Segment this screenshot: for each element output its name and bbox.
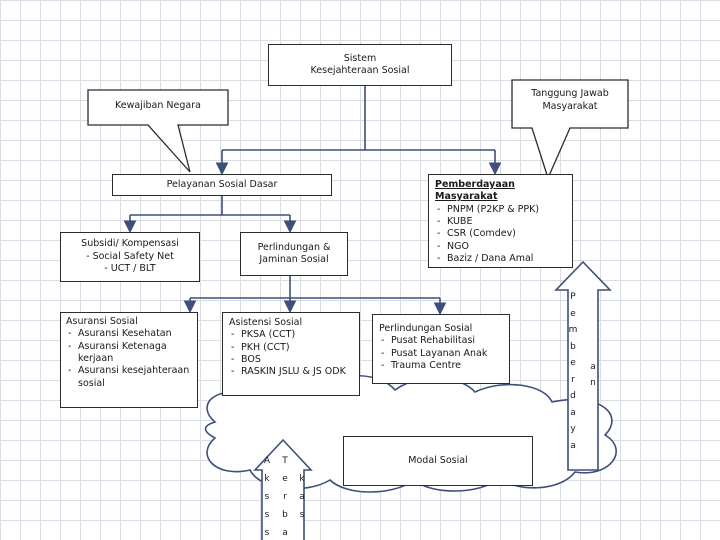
- list-item: Asuransi kesejahteraan sosial: [66, 365, 192, 390]
- social-assistance-title: Asistensi Sosial: [229, 317, 303, 328]
- list-item: Trauma Centre: [379, 360, 503, 373]
- list-item: KUBE: [435, 216, 566, 229]
- vertical-char: s: [264, 510, 270, 520]
- vertical-char: a: [282, 528, 288, 538]
- vertical-char: b: [570, 341, 576, 352]
- insurance-list: Asuransi KesehatanAsuransi Ketenaga kerj…: [66, 328, 192, 390]
- social-assistance-list: PKSA (CCT)PKH (CCT)BOSRASKIN JSLU & JS O…: [229, 329, 353, 379]
- list-item: PNPM (P2KP & PPK): [435, 204, 566, 217]
- social-capital-box: Modal Sosial: [343, 436, 533, 486]
- social-capital-label: Modal Sosial: [408, 454, 468, 466]
- list-item: Asuransi Kesehatan: [66, 328, 192, 341]
- subsidy-box: Subsidi/ Kompensasi - Social Safety Net …: [60, 232, 200, 282]
- protection-line2: Jaminan Sosial: [259, 254, 329, 265]
- vertical-char: k: [299, 474, 305, 484]
- list-item: Baziz / Dana Amal: [435, 253, 566, 266]
- social-protection-list: Pusat RehabilitasiPusat Layanan AnakTrau…: [379, 335, 503, 372]
- system-line2: Kesejahteraan Sosial: [310, 65, 410, 76]
- list-item: CSR (Comdev): [435, 228, 566, 241]
- vertical-char: m: [568, 325, 578, 335]
- social-protection-title: Perlindungan Sosial: [379, 323, 473, 334]
- list-item: PKH (CCT): [229, 342, 353, 355]
- vertical-char: e: [282, 474, 288, 484]
- vertical-char: s: [299, 510, 305, 520]
- list-item: Asuransi Ketenaga kerjaan: [66, 341, 192, 366]
- system-line1: Sistem: [343, 52, 377, 64]
- callout-right-line2: Masyarakat: [542, 100, 598, 112]
- vertical-char: a: [590, 362, 596, 372]
- protection-box: Perlindungan & Jaminan Sosial: [240, 232, 348, 276]
- subsidy-line3: - UCT / BLT: [104, 263, 156, 275]
- callout-right-label: Tanggung Jawab Masyarakat: [512, 88, 628, 114]
- vertical-char: b: [282, 510, 288, 520]
- basic-services-box: Pelayanan Sosial Dasar: [112, 174, 332, 196]
- callout-left-label: Kewajiban Negara: [115, 100, 201, 111]
- bottom-up-arrow: [253, 438, 313, 540]
- vertical-char: T: [282, 456, 288, 466]
- vertical-char: e: [570, 358, 576, 368]
- vertical-char: k: [264, 474, 270, 484]
- community-empowerment-box: Pemberdayaan Masyarakat PNPM (P2KP & PPK…: [428, 174, 573, 268]
- insurance-title: Asuransi Sosial: [66, 316, 138, 327]
- subsidy-line1: Subsidi/ Kompensasi: [81, 238, 179, 250]
- vertical-char: a: [570, 407, 576, 418]
- vertical-char: d: [570, 391, 576, 401]
- basic-services-label: Pelayanan Sosial Dasar: [166, 178, 278, 190]
- insurance-box: Asuransi Sosial Asuransi KesehatanAsuran…: [60, 312, 198, 408]
- vertical-char: a: [299, 492, 305, 502]
- empowerment-up-arrow: [554, 260, 612, 471]
- list-item: RASKIN JSLU & JS ODK: [229, 366, 353, 379]
- vertical-char: P: [570, 292, 576, 302]
- system-box: Sistem Kesejahteraan Sosial: [268, 44, 452, 86]
- social-assistance-box: Asistensi Sosial PKSA (CCT)PKH (CCT)BOSR…: [222, 312, 360, 396]
- vertical-char: a: [570, 440, 576, 451]
- vertical-char: s: [264, 528, 270, 538]
- vertical-char: s: [264, 492, 270, 502]
- vertical-char: A: [263, 456, 271, 466]
- list-item: NGO: [435, 241, 566, 254]
- vertical-char: n: [590, 378, 596, 388]
- list-item: PKSA (CCT): [229, 329, 353, 342]
- social-protection-box: Perlindungan Sosial Pusat RehabilitasiPu…: [372, 314, 510, 384]
- list-item: BOS: [229, 354, 353, 367]
- community-empowerment-title: Pemberdayaan Masyarakat: [435, 179, 515, 203]
- list-item: Pusat Rehabilitasi: [379, 335, 503, 348]
- vertical-char: e: [570, 308, 576, 319]
- list-item: Pusat Layanan Anak: [379, 348, 503, 361]
- callout-right-line1: Tanggung Jawab: [531, 88, 609, 99]
- vertical-char: y: [570, 424, 576, 434]
- vertical-char: r: [283, 492, 287, 502]
- protection-line1: Perlindungan &: [257, 241, 331, 253]
- subsidy-line2: - Social Safety Net: [86, 250, 174, 262]
- vertical-char: r: [571, 374, 575, 385]
- community-empowerment-list: PNPM (P2KP & PPK)KUBECSR (Comdev)NGOBazi…: [435, 204, 566, 266]
